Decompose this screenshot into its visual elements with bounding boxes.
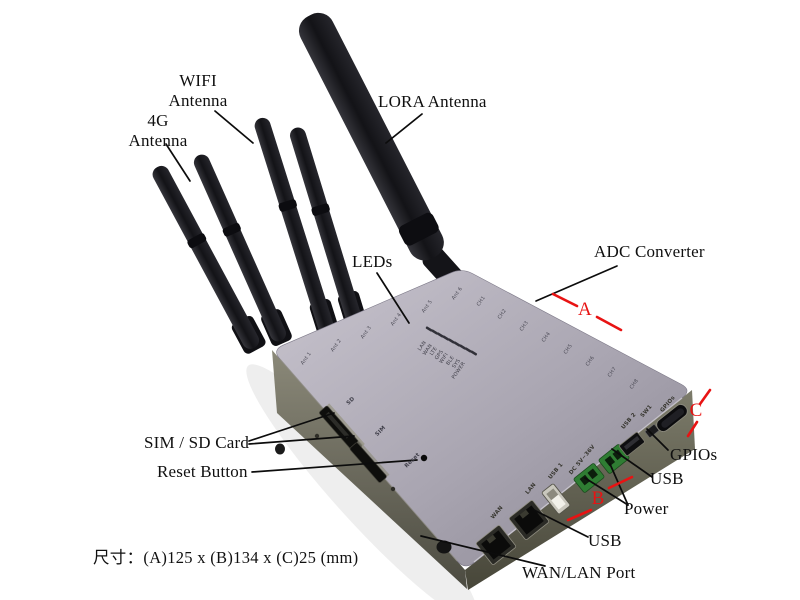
reset-hole (420, 454, 428, 462)
usb-right-label: USB (650, 469, 684, 488)
sim-sd-card-label: SIM / SD Card (144, 433, 250, 452)
leader-leds (376, 272, 410, 324)
usb1-port (541, 483, 571, 515)
usb-front-label: USB (588, 531, 622, 550)
left-face-screw (314, 433, 320, 439)
leader-usb-right (611, 448, 653, 478)
dimension-a-letter: A (578, 299, 592, 320)
leds-label: LEDs (352, 252, 393, 271)
leader-lines (165, 110, 669, 567)
device-top-face (276, 270, 688, 567)
left-face-screw-2 (390, 486, 396, 492)
lan-port (508, 500, 550, 540)
rubber-foot-front (436, 540, 452, 554)
sd-card-slot (319, 403, 365, 453)
dimensions-text: 尺寸：(A)125 x (B)134 x (C)25 (mm) (93, 548, 359, 567)
device-body (272, 270, 695, 590)
leader-wifi (214, 110, 254, 144)
leader-power-1 (584, 477, 629, 506)
gpio-connector (656, 404, 688, 432)
antenna-4g-1 (152, 165, 266, 354)
dimension-b-dashes (566, 475, 634, 522)
leader-gpios (646, 428, 669, 451)
wifi-antenna-label: WIFI Antenna (168, 71, 228, 111)
led-row (425, 326, 478, 356)
leader-4g (165, 143, 191, 182)
reset-button-label: Reset Button (157, 462, 248, 481)
dimension-dashes (551, 292, 712, 522)
leader-usb-front (531, 508, 589, 538)
leader-simsd-2 (248, 435, 355, 445)
leader-wanlan (420, 535, 546, 567)
dimension-b-letter: B (591, 488, 605, 509)
usb2-port (619, 431, 645, 457)
wan-lan-port-label: WAN/LAN Port (522, 563, 636, 582)
gpios-label: GPIOs (670, 445, 718, 464)
leader-reset (251, 459, 418, 473)
rubber-foot-left (275, 443, 285, 455)
sim-card-slot (349, 440, 390, 483)
dimension-a-dashes (551, 292, 623, 332)
leader-simsd-1 (248, 412, 335, 442)
lora-antenna-label: LORA Antenna (378, 92, 487, 111)
dimension-c-dashes (686, 388, 712, 438)
antenna-4g-2 (193, 154, 292, 346)
lora-antenna (298, 12, 444, 261)
adc-converter-label: ADC Converter (594, 242, 705, 261)
4g-antenna-label: 4G Antenna (128, 111, 188, 151)
power-label: Power (624, 499, 669, 518)
leader-lora (385, 113, 423, 144)
dimension-c-letter: C (689, 400, 703, 421)
leader-adc (535, 265, 618, 302)
sw1-switch (644, 424, 660, 438)
